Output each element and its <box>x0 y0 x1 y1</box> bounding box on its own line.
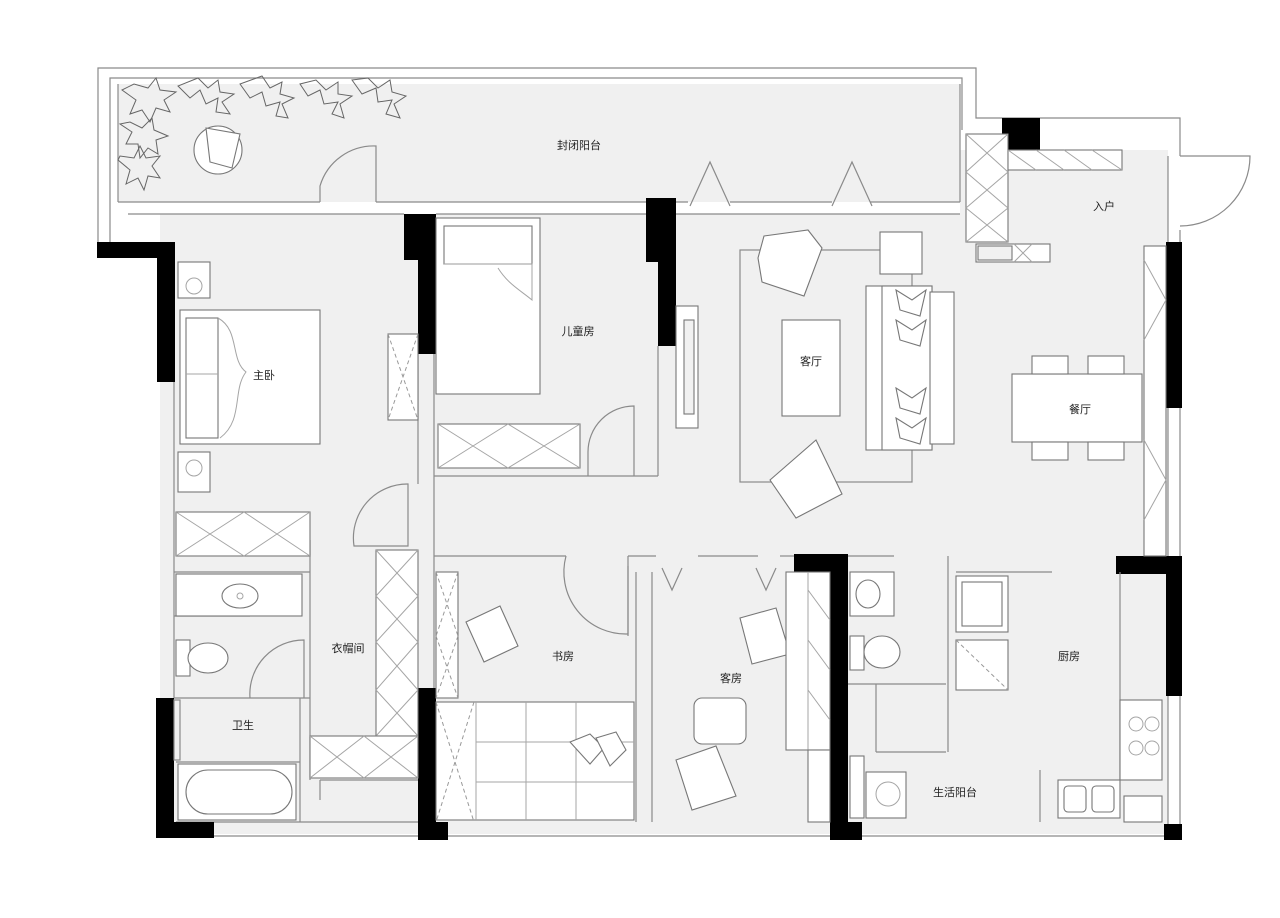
living-room-furniture <box>739 229 955 519</box>
outer-walls <box>97 67 1181 840</box>
label-service-balcony: 生活阳台 <box>933 785 977 799</box>
master-wardrobe <box>175 333 419 557</box>
label-cloakroom: 衣帽间 <box>332 641 365 655</box>
label-kitchen: 厨房 <box>1058 650 1080 663</box>
cloakroom-shelving <box>309 549 419 779</box>
children-room-furniture <box>435 217 699 469</box>
service-balcony-fixtures <box>849 755 907 819</box>
kitchen-fixtures <box>955 575 1163 823</box>
label-dining-room: 餐厅 <box>1069 402 1091 416</box>
dining-set <box>1011 355 1143 461</box>
balcony-plants <box>117 75 408 192</box>
doors <box>249 145 1251 699</box>
label-entrance: 入户 <box>1093 199 1115 213</box>
floor-area <box>118 84 1168 834</box>
entrance-cabinets <box>965 133 1167 557</box>
study-furniture <box>435 571 635 823</box>
bathroom-fixtures <box>173 573 303 821</box>
second-bathroom-fixtures <box>849 571 901 671</box>
label-bathroom: 卫生 <box>232 718 254 732</box>
label-living-room: 客厅 <box>800 354 822 368</box>
room-labels: 封闭阳台 主卧 儿童房 客厅 入户 餐厅 衣帽间 卫生 书房 客房 厨房 生活阳… <box>232 138 1115 799</box>
label-children-room: 儿童房 <box>562 324 595 338</box>
label-balcony-north: 封闭阳台 <box>557 138 601 152</box>
label-guest-room: 客房 <box>720 671 742 685</box>
master-bedroom-furniture <box>177 261 321 493</box>
label-master-bedroom: 主卧 <box>253 369 275 382</box>
guest-room-furniture <box>675 571 831 823</box>
label-study: 书房 <box>552 650 574 663</box>
structural-walls <box>97 118 1182 840</box>
